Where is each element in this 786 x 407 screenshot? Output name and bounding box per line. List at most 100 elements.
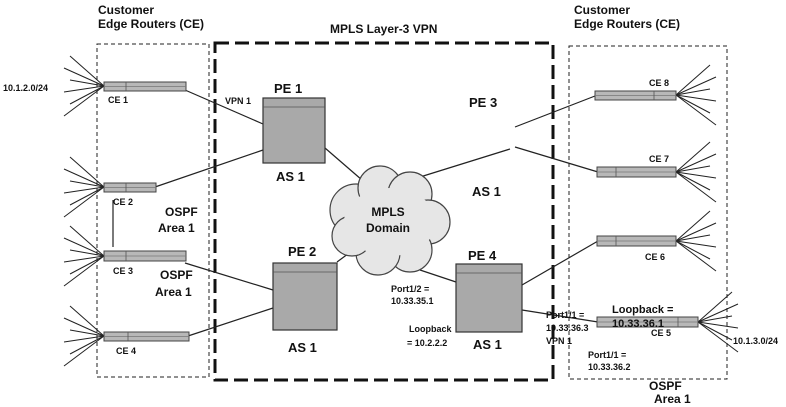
ce1-label: CE 1 <box>108 95 128 105</box>
ce8-router[interactable] <box>594 90 677 101</box>
ce4-host-line <box>69 335 105 355</box>
ce6-router[interactable] <box>596 235 677 247</box>
ce3-router[interactable] <box>103 250 187 262</box>
ce7-host-line <box>675 165 711 173</box>
link-pe3-ce7 <box>514 146 599 173</box>
ce1-host-line <box>69 55 105 87</box>
ce4-label: CE 4 <box>116 346 136 356</box>
ce1-host-line <box>69 79 105 87</box>
ce8-host-line <box>675 88 711 96</box>
ce2-host-line <box>69 186 105 206</box>
net-left-label: 10.1.2.0/24 <box>3 83 48 93</box>
ce3-label: CE 3 <box>113 266 133 276</box>
ospf-right-line2: Area 1 <box>654 392 691 406</box>
ce4-host-line <box>63 335 105 343</box>
pe4-loopback-label-line2: = 10.2.2.2 <box>407 338 447 348</box>
ce3-host-line <box>69 255 105 275</box>
ce5-host-line <box>697 291 733 323</box>
ce1-host-line <box>63 67 105 87</box>
ce8-host-line <box>675 94 717 102</box>
pe1-router[interactable] <box>262 97 326 164</box>
ce7-host-line <box>675 171 717 203</box>
ce1-host-line <box>63 85 105 117</box>
ce5-port-label-line1: Port1/1 = <box>588 350 626 360</box>
ce7-router[interactable] <box>596 166 677 178</box>
ce6-host-line <box>675 210 711 242</box>
pe4-port11-label-line2: 10.33.36.3 <box>546 323 589 333</box>
pe1-as-label: AS 1 <box>276 169 305 184</box>
ce8-host-line <box>675 94 711 114</box>
pe2-as-label: AS 1 <box>288 340 317 355</box>
diagram-title: MPLS Layer-3 VPN <box>330 22 437 36</box>
ce8-label: CE 8 <box>649 78 669 88</box>
ce5-router[interactable] <box>596 316 699 328</box>
link-cloud-pe4 <box>419 269 457 283</box>
ce4-host-line <box>63 317 105 337</box>
ce5-loopback-label-line2: 10.33.36.1 <box>612 318 664 330</box>
cloud-label-line1: MPLS <box>371 205 404 219</box>
ce3-host-line <box>63 255 105 263</box>
ospf-left2-line2: Area 1 <box>155 285 192 299</box>
ospf-left2-line1: OSPF <box>160 268 193 282</box>
link-ce1-pe1 <box>184 89 264 125</box>
ce1-host-line <box>63 85 105 93</box>
ce7-host-line <box>675 153 717 173</box>
pe2-label: PE 2 <box>288 244 316 259</box>
left-group-title-line2: Edge Routers (CE) <box>98 17 204 31</box>
pe4-router[interactable] <box>455 263 523 333</box>
ce8-host-line <box>675 94 717 126</box>
ce4-host-line <box>69 329 105 337</box>
vpn1-right-label: VPN 1 <box>546 336 572 346</box>
ce6-host-line <box>675 240 717 272</box>
cloud-label-line2: Domain <box>366 221 410 235</box>
ce5-host-line <box>697 321 739 353</box>
ce1-router[interactable] <box>103 81 187 92</box>
ce3-host-line <box>63 237 105 257</box>
ce2-host-line <box>63 168 105 188</box>
mpls-vpn-boundary <box>213 41 555 382</box>
net-right-label: 10.1.3.0/24 <box>733 336 778 346</box>
pe4-loopback-label-line1: Loopback <box>409 324 452 334</box>
ce6-host-line <box>675 234 711 242</box>
ce2-router[interactable] <box>103 182 157 193</box>
ce1-host-line <box>69 85 105 105</box>
link-pe3-ce8 <box>514 95 596 128</box>
ce4-host-line <box>63 335 105 367</box>
ce5-port-label-line2: 10.33.36.2 <box>588 362 631 372</box>
left-group-title-line1: Customer <box>98 3 154 17</box>
ce5-host-line <box>697 303 739 323</box>
link-ce2-pe1 <box>154 149 264 188</box>
ce3-host-line <box>69 249 105 257</box>
ce2-host-line <box>69 180 105 188</box>
ce7-host-line <box>675 171 717 179</box>
ce6-host-line <box>675 240 711 260</box>
ce7-host-line <box>675 141 711 173</box>
ce5-host-line <box>697 321 733 341</box>
link-lines <box>112 89 599 337</box>
pe4-port12-label-line1: Port1/2 = <box>391 284 429 294</box>
pe2-router[interactable] <box>272 262 338 331</box>
pe3-label: PE 3 <box>469 95 497 110</box>
ce5-host-line <box>697 315 733 323</box>
pe4-port11-label-line1: Port1/1 = <box>546 310 584 320</box>
ce4-router[interactable] <box>103 331 190 342</box>
mpls-cloud: MPLS Domain <box>329 165 451 276</box>
ce-router-bars <box>103 81 699 342</box>
ce7-host-line <box>675 171 711 191</box>
ospf-right-line1: OSPF <box>649 379 682 393</box>
host-fan-lines <box>63 55 739 367</box>
ce4-host-line <box>69 305 105 337</box>
ce2-host-line <box>63 186 105 218</box>
pe4-as-label: AS 1 <box>473 337 502 352</box>
ce3-host-line <box>63 255 105 287</box>
pe4-port12-label-line2: 10.33.35.1 <box>391 296 434 306</box>
ce6-host-line <box>675 222 717 242</box>
ce5-label: CE 5 <box>651 328 671 338</box>
ce3-host-line <box>69 225 105 257</box>
pe1-label: PE 1 <box>274 81 302 96</box>
link-ce4-pe2 <box>187 307 274 337</box>
link-ce3-pe2 <box>184 262 274 291</box>
ce2-label: CE 2 <box>113 197 133 207</box>
